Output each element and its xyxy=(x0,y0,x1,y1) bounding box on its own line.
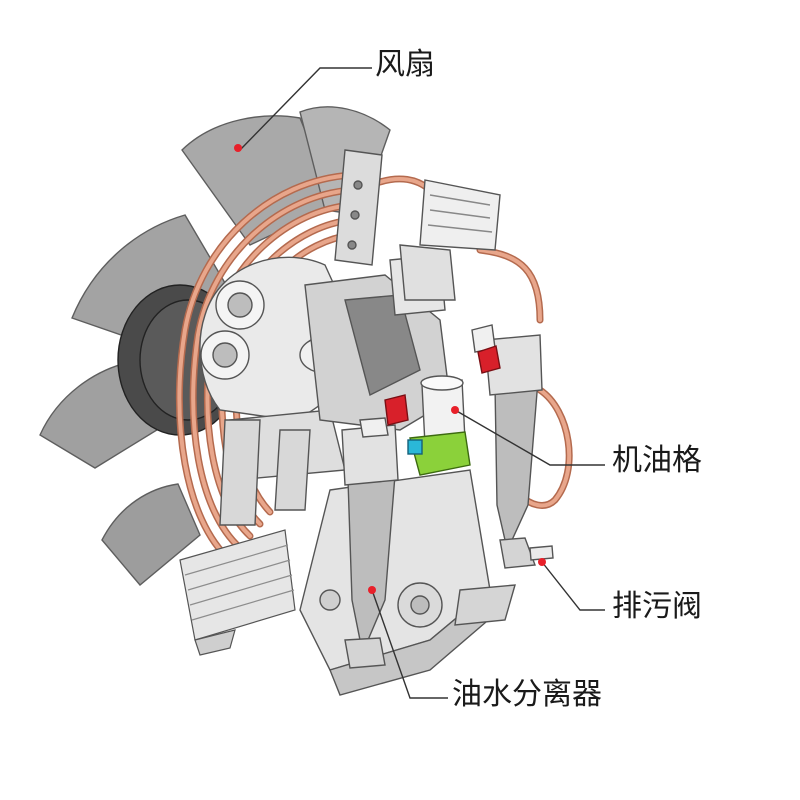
leader-line-drain-valve xyxy=(541,561,605,611)
oil-filter-fitting-green xyxy=(409,431,471,476)
label-fan: 风扇 xyxy=(375,47,435,82)
fan-blade-bottom xyxy=(101,483,201,586)
marker-drain-valve xyxy=(538,558,546,566)
marker-oil-filter xyxy=(451,406,459,414)
leader-line-fan xyxy=(239,67,372,151)
leader-line-separator xyxy=(371,589,448,699)
label-oil-water-separator: 油水分离器 xyxy=(452,677,602,712)
base-foot xyxy=(454,584,516,626)
oil-filter-fitting-cyan xyxy=(407,439,423,455)
leader-line-oil-filter xyxy=(454,409,605,466)
crankcase xyxy=(299,469,516,696)
label-drain-valve: 排污阀 xyxy=(612,589,702,624)
label-oil-filter: 机油格 xyxy=(612,443,702,478)
drain-fitting xyxy=(499,537,536,569)
leader-lines xyxy=(239,67,605,699)
mounting-plates xyxy=(219,149,383,526)
oil-filter xyxy=(407,375,471,476)
callout-markers xyxy=(234,144,546,594)
middle-block xyxy=(304,254,451,431)
marker-separator xyxy=(368,586,376,594)
red-fitting-front xyxy=(384,394,409,426)
lower-cooler xyxy=(179,529,296,656)
top-cylinder xyxy=(399,179,501,301)
red-fitting-right xyxy=(477,345,501,374)
right-separator xyxy=(471,324,554,569)
front-separator xyxy=(341,394,409,669)
marker-fan xyxy=(234,144,242,152)
